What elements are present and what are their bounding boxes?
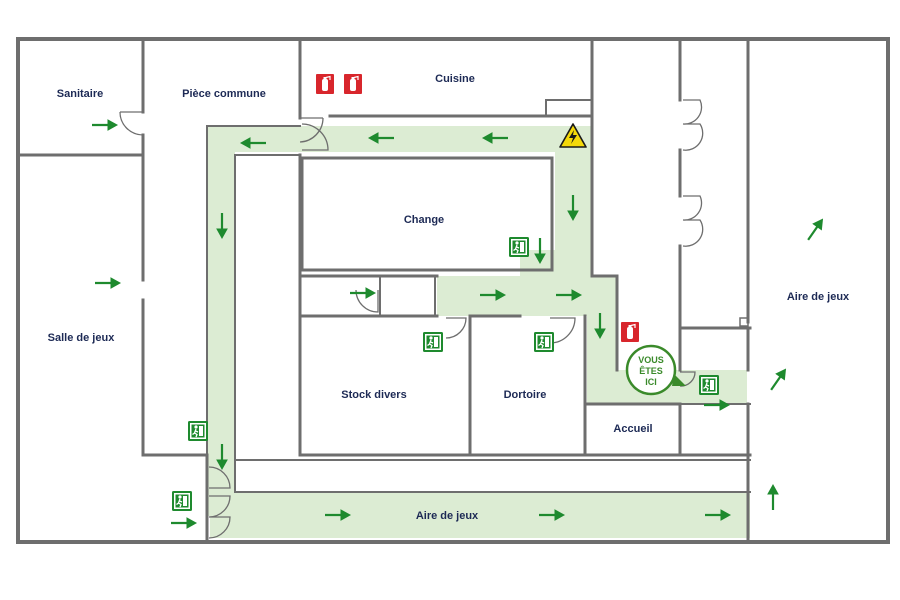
emergency-exit-icon bbox=[533, 331, 555, 353]
room-label-accueil: Accueil bbox=[613, 423, 652, 435]
room-label-aire-de-jeux-right: Aire de jeux bbox=[787, 291, 850, 303]
room-label-aire-de-jeux-bottom: Aire de jeux bbox=[416, 510, 479, 522]
you-are-here-line2: ÊTES bbox=[639, 365, 663, 376]
electrical-hazard-icon bbox=[559, 123, 587, 148]
emergency-exit-icon bbox=[508, 236, 530, 258]
evacuation-path bbox=[207, 126, 750, 538]
fire-extinguisher-icon bbox=[343, 73, 363, 95]
room-label-cuisine: Cuisine bbox=[435, 73, 475, 85]
door-icon bbox=[682, 99, 704, 151]
you-are-here-line3: ICI bbox=[645, 377, 657, 387]
fire-extinguisher-icon bbox=[620, 321, 640, 343]
door-icon bbox=[119, 111, 144, 136]
emergency-exit-icon bbox=[698, 374, 720, 396]
direction-arrows bbox=[90, 118, 828, 530]
direction-arrow-icon bbox=[765, 365, 791, 394]
direction-arrow-icon bbox=[802, 215, 828, 244]
direction-arrow-icon bbox=[169, 516, 198, 530]
fire-extinguisher-icon bbox=[315, 73, 335, 95]
door-icon bbox=[208, 466, 231, 489]
walls bbox=[16, 37, 890, 544]
door-icon bbox=[445, 317, 467, 339]
emergency-exit-icon bbox=[171, 490, 193, 512]
door-icon bbox=[299, 117, 324, 143]
door-icon bbox=[301, 123, 329, 151]
room-label-stock-divers: Stock divers bbox=[341, 389, 406, 401]
room-label-change: Change bbox=[404, 214, 444, 226]
direction-arrow-icon bbox=[348, 286, 377, 300]
direction-arrow-icon bbox=[90, 118, 119, 132]
room-label-piece-commune: Pièce commune bbox=[182, 88, 266, 100]
you-are-here-marker: VOUS ÊTES ICI bbox=[625, 344, 686, 396]
emergency-exit-icon bbox=[422, 331, 444, 353]
door-icon bbox=[208, 495, 231, 539]
emergency-exit-icon bbox=[187, 420, 209, 442]
room-label-salle-de-jeux: Salle de jeux bbox=[48, 332, 116, 344]
room-label-dortoire: Dortoire bbox=[504, 389, 547, 401]
door-icon bbox=[549, 317, 576, 344]
you-are-here-line1: VOUS bbox=[638, 355, 664, 365]
room-label-sanitaire: Sanitaire bbox=[57, 88, 103, 100]
direction-arrow-icon bbox=[93, 276, 122, 290]
door-icon bbox=[682, 195, 704, 247]
direction-arrow-icon bbox=[766, 483, 780, 512]
